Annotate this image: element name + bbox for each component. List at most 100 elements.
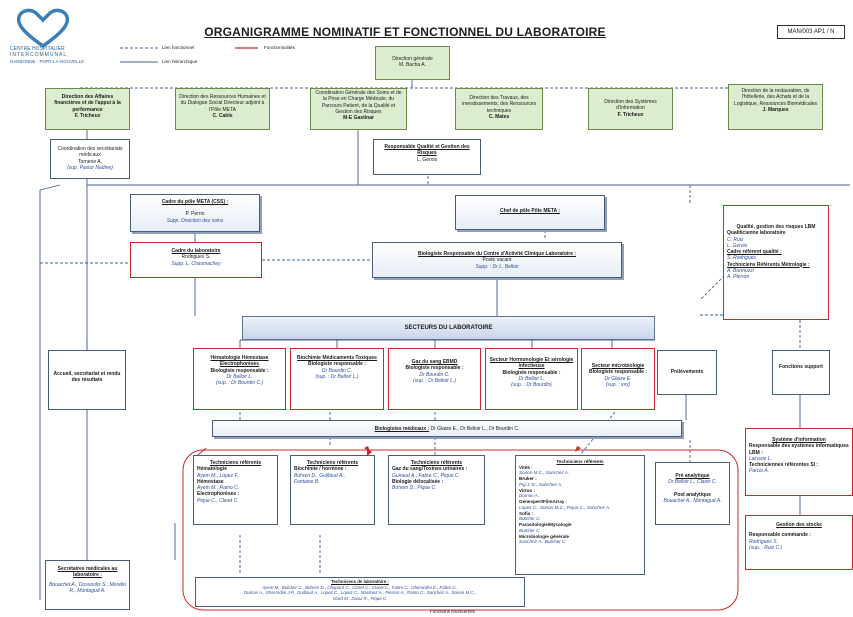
stocks-title: Gestion des stocks [776, 522, 822, 528]
tech-line: Ayem M., Ramo C. [197, 485, 240, 491]
tech-labo-line-2: Dumas A., Gherardini J-P., Guillaud A., … [244, 590, 476, 595]
coordination-deputy: (sup. Pastor Nadine) [67, 164, 113, 171]
tech-line: Pique C., Claret C. [197, 497, 239, 504]
gestion-stocks-box: Gestion des stocks Responsable commande … [745, 515, 853, 570]
coordination-name: Tornerie A. [78, 158, 102, 165]
legend-fonctionnalites: Fonctionnalités [264, 45, 295, 50]
tech-labo-line-3: Viard M., Zaoui R., Pique C. [332, 595, 388, 601]
direction-title: Direction de la restauration, de l'hôtel… [733, 88, 818, 107]
qualite-label-1: Qualiticienne laboratoire [727, 230, 786, 237]
sys-info-label-2: Techniciennes référentes SI : [749, 462, 819, 468]
pre-analytique-box: Pré analytique Dr Belloir L., Claret C. … [655, 462, 730, 525]
secteur-biochimie: Biochimie Médicaments Toxiques Biologist… [290, 348, 384, 410]
tech-line: Biologie délocalisée : [392, 478, 444, 485]
direction-name: C. Cable [212, 112, 233, 119]
tech-line: Ayem M., Lopez F. [197, 472, 239, 479]
tech-line: Genexpert/FilmArray : [519, 499, 568, 505]
tech-line: Parasitologie/Mycologie [519, 522, 572, 528]
secteur-title: Gaz du sang EBMD [411, 359, 458, 365]
direction-affaires-financieres: Direction des Affaires financières et de… [45, 88, 130, 130]
tech-line: Gaz du sang/Toxines urinaires : [392, 466, 468, 473]
responsable-qualite-box: Responsable Qualité et Gestion des Risqu… [373, 139, 481, 175]
direction-generale-name: M. Bacha A. [399, 62, 426, 69]
qualite-name-2: S. Rodrigues [727, 255, 756, 262]
secteur-resp-label: Biologiste responsable : [307, 361, 367, 368]
tech-line: Hémostase [197, 478, 224, 485]
cadre-pole-deputy: Supp. Direction des soins [166, 217, 224, 224]
secteur-resp-label: Biologiste responsable : [210, 367, 269, 374]
logo-line-3: NARBONNE · PORT-LA-NOUVELLE [10, 58, 85, 64]
sys-info-title: Système d'information [772, 437, 826, 443]
cadre-labo-deputy: Supp. L. Chasmachey [171, 260, 221, 267]
sys-info-label-1: Responsable des systèmes informatiques L… [749, 443, 849, 456]
cadre-laboratoire-box: Cadre du laboratoire Rodrigues S. Supp. … [130, 242, 262, 278]
techniciens-microbiologie: Techniciens référents Vitek : Sorion M.C… [515, 455, 645, 575]
footer-fonctions-transverses: Fonctions transverses [430, 609, 475, 614]
coordination-title: Coordination des secrétariats médicaux [57, 146, 123, 159]
cadre-pole-name: P. Perrin [185, 211, 205, 218]
techniciens-title: Techniciens référents [410, 460, 463, 466]
post-analytique-title: Post analytique [674, 491, 711, 498]
pre-analytique-names: Dr Belloir L., Claret C. [668, 479, 717, 486]
coordination-secretariats-box: Coordination des secrétariats médicaux T… [50, 139, 130, 179]
sys-info-name-2: Parcio A. [749, 468, 770, 475]
secteur-resp-name: Dr Bourdin C. [321, 367, 353, 374]
direction-ressources-humaines: Direction des Ressources Humaines et du … [175, 88, 270, 130]
techniciens-title: Techniciens référents [306, 460, 359, 466]
direction-name: C. Mates [488, 113, 510, 120]
pre-analytique-title: Pré analytique [675, 473, 710, 479]
tech-line: Dumas A. [519, 493, 539, 499]
secteur-resp-label: Biologiste responsable : [588, 369, 648, 376]
tech-line: Bruker : [519, 476, 537, 482]
tech-line: Bohren D., Pique C. [392, 485, 437, 491]
secteur-microbiologie: Secteur microbiologie Biologiste respons… [581, 348, 655, 410]
prelevements-box: Prélèvements [657, 350, 717, 395]
tech-line: Electrophorèses : [197, 491, 240, 498]
secteurs-title: SECTEURS DU LABORATOIRE [404, 325, 493, 331]
tech-line: Pig J.-E., Sanchez A. [519, 481, 563, 487]
stocks-label: Responsable commande : [749, 532, 811, 539]
tech-line: Microbiologie générale [519, 533, 570, 539]
qualite-gestion-risques-box: Qualité, gestion des risques LBM Qualiti… [723, 205, 829, 320]
logo-line-1: CENTRE HOSPITALIER [10, 46, 65, 52]
secretaires-medicales-box: Secrétaires médicales au laboratoire : B… [45, 560, 130, 610]
direction-title: Coordination Générale des Soins et de la… [315, 90, 402, 115]
rqgr-name: L. Gerois [416, 156, 438, 163]
stocks-name-1: Rodrigues S. [749, 538, 778, 545]
qualite-name-3a: A. Bormuzzi [727, 267, 754, 274]
qualite-label-3: Techniciens Référents Métrologie : [727, 261, 810, 268]
logo-line-2: INTERCOMMUNAL [10, 51, 68, 58]
qualite-label-2: Cadre référent qualité : [727, 249, 782, 255]
tech-line: Virtuo : [519, 487, 535, 493]
tech-labo-line-1: Ayem M., Butcher C., Bohren D., Chopard … [262, 584, 458, 590]
direction-systemes-information: Direction des Systèmes d'Information F. … [588, 88, 673, 130]
direction-generale-box: Direction générale M. Bacha A. [375, 46, 450, 80]
fonctions-support-label: Fonctions support [779, 364, 823, 370]
fonctions-support-box: Fonctions support [772, 350, 830, 395]
direction-name: J. Marques [762, 106, 789, 113]
tech-line: Butcher C. [519, 527, 541, 533]
chef-pole-title: Chef de pôle Pôle META : [499, 208, 560, 214]
secteur-resp-name: Dr Belloir L. [518, 375, 545, 382]
secteur-resp-name: Dr Belloir L. [226, 373, 253, 380]
direction-name: F. Tricheux [74, 112, 101, 119]
secteur-supp: (sup. : Dr Bourdin) [511, 382, 552, 388]
tech-line: Sofia : [519, 510, 534, 516]
biologistes-label: Biologistes médicaux : [374, 426, 430, 432]
direction-title: Direction des Ressources Humaines et du … [179, 94, 266, 113]
tech-line: Butcher C. [519, 516, 541, 522]
qualite-name-1a: C. Ruiz [727, 236, 744, 243]
qualite-name-3b: A. Pierron [727, 274, 750, 280]
secteurs-laboratoire-header: SECTEURS DU LABORATOIRE [242, 316, 655, 340]
qualite-name-1b: L. Gerois [727, 242, 748, 249]
techniciens-title: Techniciens référents [556, 459, 604, 464]
secteur-title: Hématologie Hémostase Electrophorèses [210, 355, 269, 368]
tech-line: Biochimie / hormone : [294, 466, 347, 473]
coordination-generale-soins: Coordination Générale des Soins et de la… [310, 88, 407, 130]
tech-line: Fontaine B. [294, 478, 320, 485]
accueil-label: Accueil, secrétariat et rendu des résult… [53, 371, 121, 384]
cadre-pole-title: Cadre du pôle META (CSS) : [161, 199, 229, 205]
biologiste-responsable-box: Biologiste Responsable du Centre d'Activ… [372, 242, 622, 278]
secteur-resp-name: Dr Glaize E. [604, 375, 632, 382]
hospital-logo: CENTRE HOSPITALIER INTERCOMMUNAL NARBONN… [8, 8, 108, 68]
